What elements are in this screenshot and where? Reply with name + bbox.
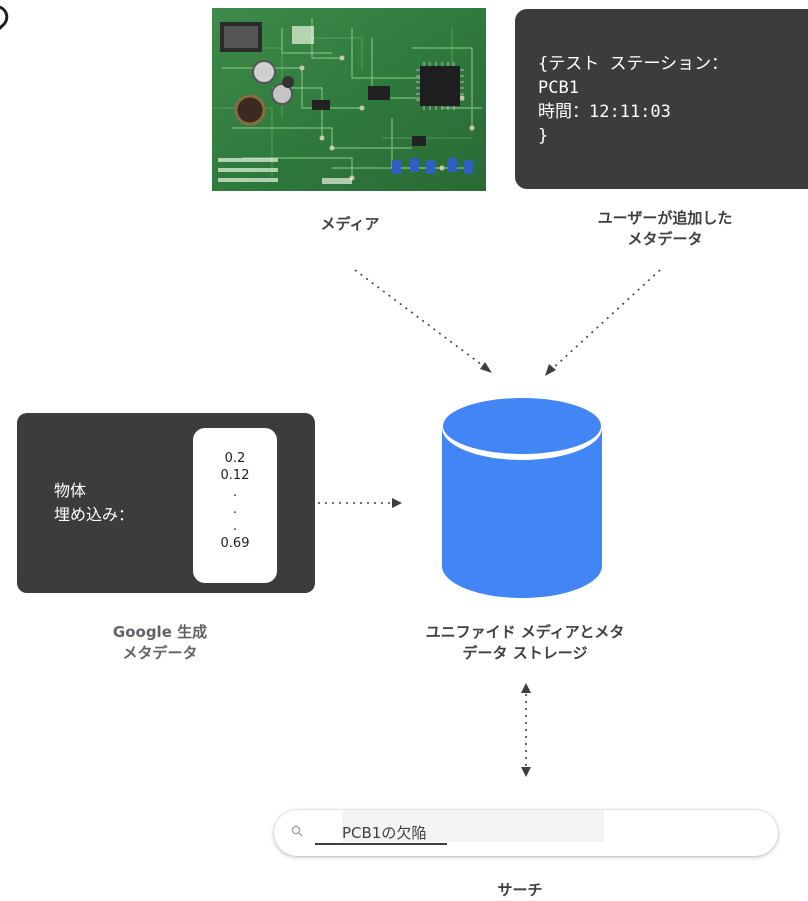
search-bar[interactable]: PCB1の欠陥	[274, 810, 778, 856]
storage-label-line: ユニファイド メディアとメタ	[425, 623, 625, 641]
arrow-media-to-storage	[354, 269, 487, 369]
google-metadata-card: 物体 埋め込み： 0.2 0.12 . . . 0.69	[17, 413, 315, 593]
embedding-vector: 0.2 0.12 . . . 0.69	[193, 428, 277, 583]
embedding-label-line: 埋め込み：	[54, 505, 135, 524]
user-metadata-label: ユーザーが追加した メタデータ	[560, 208, 770, 250]
vector-value: .	[232, 485, 238, 500]
user-metadata-label-line: メタデータ	[627, 230, 703, 248]
google-metadata-label-line: Google 生成	[112, 623, 208, 641]
vector-value: 0.2	[224, 451, 246, 466]
arrowhead-storage-up	[521, 683, 531, 693]
google-metadata-label: Google 生成 メタデータ	[60, 622, 260, 664]
search-label-text: サーチ	[497, 881, 543, 899]
search-label: サーチ	[470, 880, 570, 901]
storage-label: ユニファイド メディアとメタ データ ストレージ	[385, 622, 665, 664]
arrowhead-search-down	[521, 767, 531, 777]
media-label: メディア	[300, 214, 400, 235]
circuit-board-image	[212, 8, 486, 191]
search-highlight	[342, 810, 604, 842]
corner-glyph	[0, 6, 9, 31]
arrowhead-user-meta	[545, 364, 556, 376]
embedding-label-line: 物体	[54, 481, 87, 500]
user-metadata-line: {テスト ステーション：	[538, 54, 729, 74]
search-underline	[315, 843, 447, 845]
embedding-label: 物体 埋め込み：	[54, 479, 134, 527]
vector-value: 0.12	[220, 468, 250, 483]
user-metadata-line: }	[538, 126, 549, 146]
storage-cylinder	[440, 394, 604, 600]
arrow-user-meta-to-storage	[550, 269, 661, 371]
arrowhead-media	[480, 362, 492, 373]
search-icon	[291, 825, 303, 837]
google-metadata-label-line: メタデータ	[122, 644, 198, 662]
media-label-text: メディア	[320, 215, 380, 233]
vector-value: 0.69	[220, 536, 250, 551]
search-query[interactable]: PCB1の欠陥	[342, 824, 427, 842]
user-metadata-line: 時間：12:11:03	[538, 102, 671, 122]
storage-label-line: データ ストレージ	[462, 644, 588, 662]
user-metadata-json: {テスト ステーション： PCB1 時間：12:11:03 }	[538, 52, 728, 148]
arrowhead-google	[392, 498, 402, 508]
user-metadata-card: {テスト ステーション： PCB1 時間：12:11:03 }	[515, 9, 808, 189]
vector-value: .	[232, 502, 238, 517]
vector-values: 0.2 0.12 . . . 0.69	[193, 450, 277, 552]
user-metadata-line: PCB1	[538, 78, 579, 98]
user-metadata-label-line: ユーザーが追加した	[597, 209, 733, 227]
vector-value: .	[232, 519, 238, 534]
